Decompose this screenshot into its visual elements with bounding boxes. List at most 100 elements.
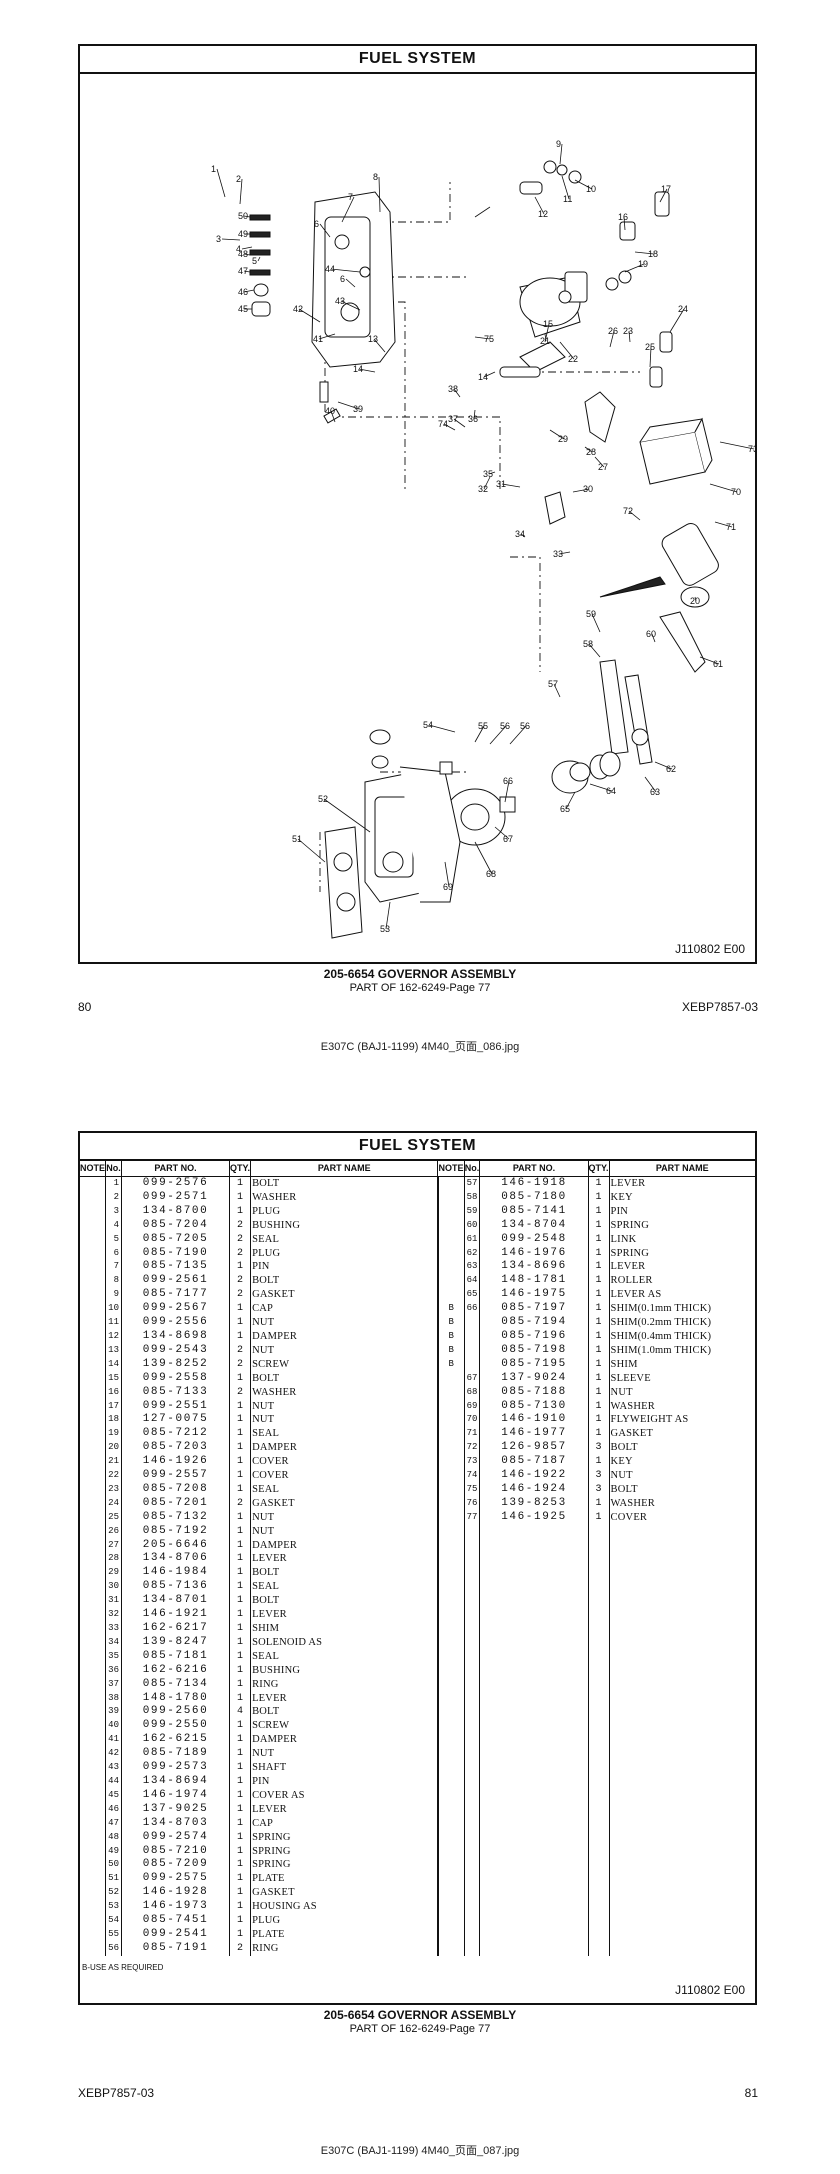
part-callout-label: 16 (618, 212, 628, 222)
note-cell (437, 1566, 465, 1581)
part-callout-label: 19 (638, 259, 648, 269)
part-number: 085-7141 (479, 1204, 589, 1219)
quantity: 1 (229, 1594, 252, 1609)
leader-line (241, 246, 253, 250)
item-number: 61 (464, 1232, 481, 1247)
item-number: 19 (105, 1427, 122, 1442)
part-number: 146-1924 (479, 1482, 589, 1497)
part-callout-label: 12 (538, 209, 548, 219)
part-callout-label: 55 (478, 721, 488, 731)
quantity: 1 (229, 1774, 252, 1789)
quantity: 1 (229, 1566, 252, 1581)
item-number (464, 1649, 481, 1664)
part-number: 148-1781 (479, 1274, 589, 1289)
part-number: 085-7210 (121, 1844, 231, 1859)
part-name: NUT (250, 1316, 439, 1330)
leader-line (488, 471, 496, 475)
quantity: 1 (229, 1316, 252, 1330)
item-number: 3 (105, 1204, 122, 1219)
quantity (588, 1677, 610, 1692)
leader-line (628, 330, 631, 343)
item-number: 17 (105, 1399, 122, 1414)
note-cell (437, 1455, 465, 1470)
part-callout-label: 75 (484, 334, 494, 344)
leader-line (489, 725, 507, 745)
leader-line (699, 656, 720, 665)
item-number: 74 (464, 1469, 481, 1483)
part-callout-label: 36 (468, 414, 478, 424)
part-name (609, 1608, 755, 1622)
part-callout-label: 8 (373, 172, 378, 182)
item-number: 27 (105, 1538, 122, 1553)
part-name: SHIM (610, 1358, 638, 1370)
note-cell (80, 1302, 107, 1317)
header-note: NOTE (80, 1159, 107, 1177)
quantity: 1 (588, 1510, 610, 1525)
part-number (479, 1622, 589, 1636)
leader-line (714, 521, 733, 528)
item-number (464, 1927, 481, 1942)
caption-subtitle: PART OF 162-6249-Page 77 (349, 982, 491, 994)
part-name (609, 1928, 755, 1942)
leader-line (358, 368, 376, 373)
part-callout-label: 32 (478, 484, 488, 494)
leader-line (257, 256, 261, 262)
item-number (464, 1941, 481, 1956)
part-name: DAMPER (250, 1538, 439, 1553)
part-callout-label: 40 (325, 406, 335, 416)
part-name: BOLT (250, 1705, 439, 1720)
item-number: 33 (105, 1622, 122, 1636)
part-number: 134-8698 (121, 1329, 231, 1344)
leader-line (558, 551, 571, 555)
part-number: 162-6217 (121, 1622, 231, 1636)
leader-line (298, 308, 321, 323)
leader-line (565, 791, 576, 810)
part-name (609, 1872, 755, 1886)
parts-list-frame: FUEL SYSTEM NOTE No. PART NO. QTY. PART … (78, 1131, 757, 2005)
part-callout-label: 21 (540, 336, 550, 346)
part-number: 085-7180 (479, 1190, 589, 1205)
part-callout-label: 28 (586, 447, 596, 457)
part-name: SCREW (250, 1719, 439, 1734)
quantity: 1 (229, 1914, 252, 1928)
part-callout-label: 27 (598, 462, 608, 472)
part-number: 099-2543 (121, 1343, 231, 1358)
part-name: NUT (250, 1510, 439, 1525)
part-name: LEVER (610, 1261, 646, 1273)
part-name: COVER AS (250, 1788, 439, 1803)
note-cell: B (437, 1357, 465, 1372)
item-number: 43 (105, 1761, 122, 1775)
quantity: 1 (229, 1552, 252, 1567)
part-name: COVER (610, 1511, 648, 1523)
item-number: 20 (105, 1441, 122, 1456)
part-name: SPRING (610, 1219, 650, 1231)
part-callout-label: 58 (583, 639, 593, 649)
quantity: 1 (588, 1455, 610, 1470)
leader-line (501, 483, 521, 488)
part-name: BOLT (610, 1442, 638, 1454)
part-name (609, 1817, 755, 1831)
note-cell (80, 1816, 107, 1831)
part-callout-label: 33 (553, 549, 563, 559)
part-number: 085-7204 (121, 1218, 231, 1233)
part-callout-label: 10 (586, 184, 596, 194)
note-cell (80, 1941, 107, 1956)
part-callout-label: 24 (678, 304, 688, 314)
note-cell (437, 1816, 465, 1831)
note-cell (437, 1594, 465, 1609)
part-callout-label: 23 (623, 326, 633, 336)
note-cell (437, 1608, 465, 1622)
leader-line (345, 278, 356, 288)
leader-line (609, 330, 615, 348)
item-number (464, 1343, 481, 1358)
part-number (479, 1608, 589, 1622)
part-number: 085-7192 (121, 1524, 231, 1539)
